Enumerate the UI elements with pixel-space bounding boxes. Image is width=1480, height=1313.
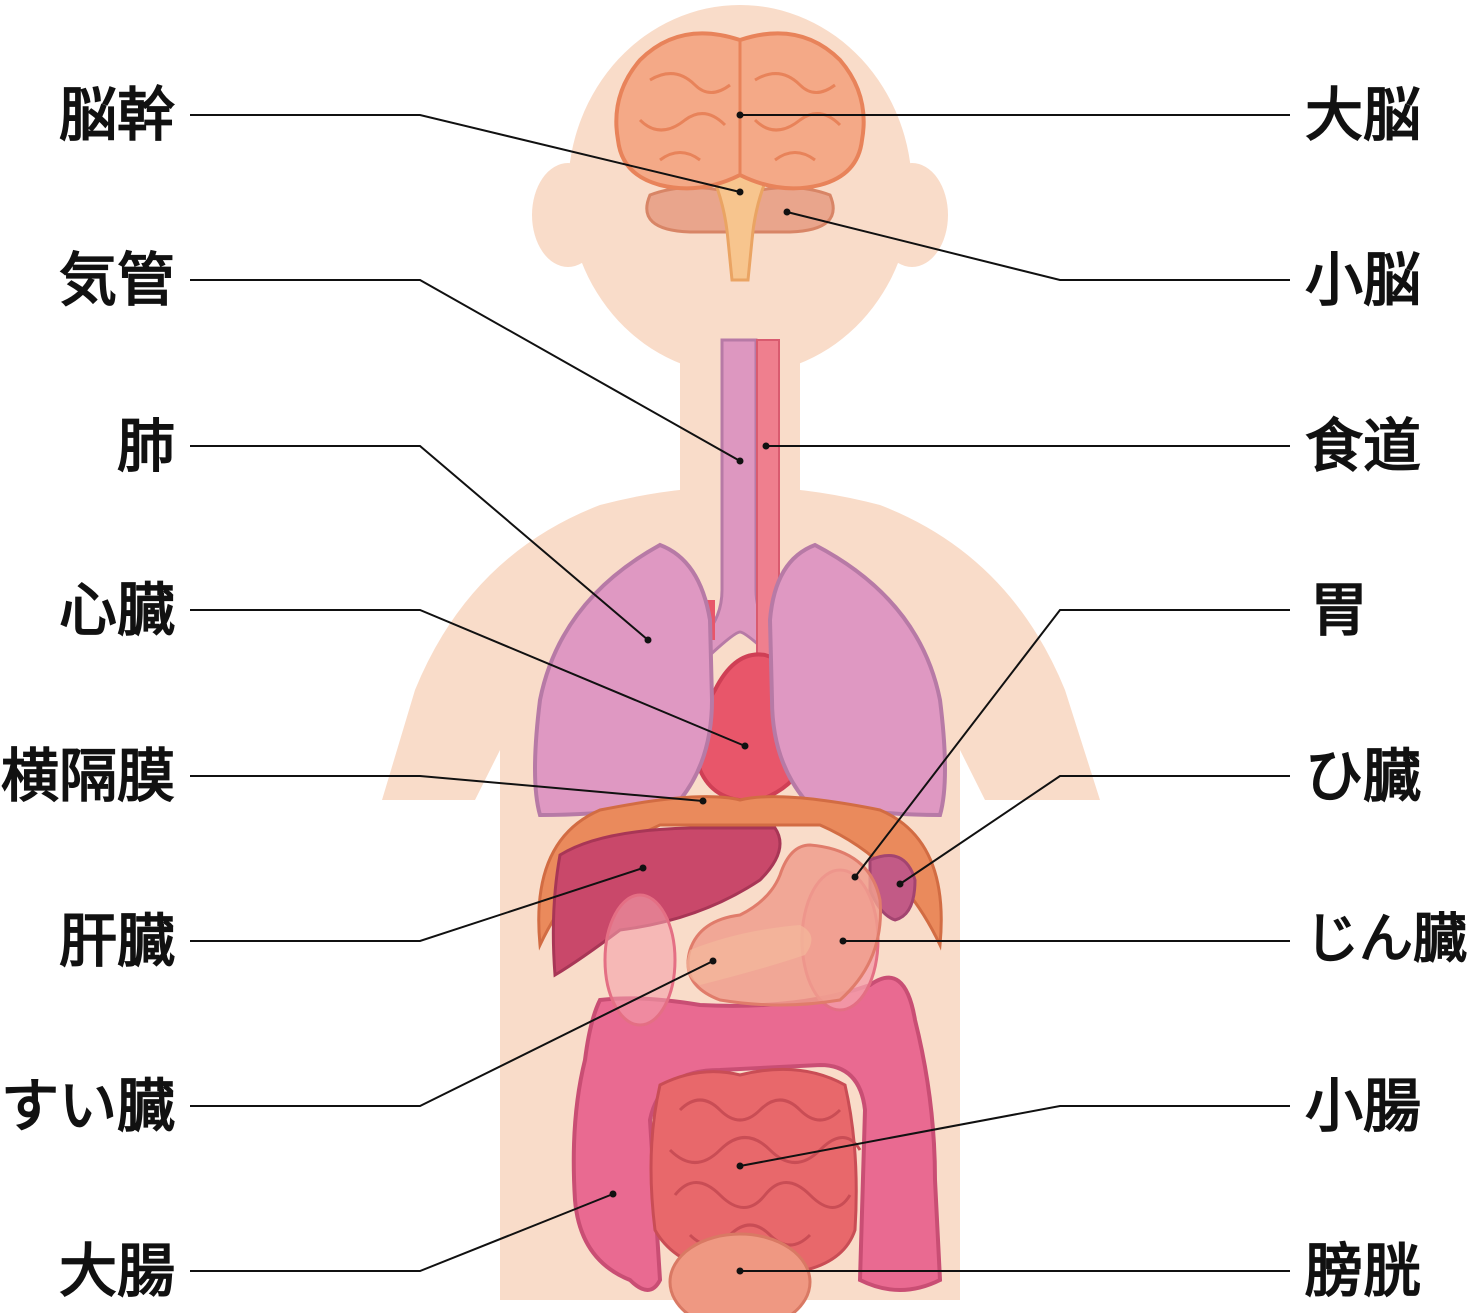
small-intestine-organ xyxy=(649,1067,858,1277)
ear-left xyxy=(532,163,604,267)
leader-liver xyxy=(190,867,644,942)
liver-organ xyxy=(551,826,782,978)
label-heart: 心臓 xyxy=(58,576,175,644)
label-bladder: 膀胱 xyxy=(1305,1237,1422,1305)
lung-right xyxy=(767,542,947,818)
leader-pancreas xyxy=(190,960,714,1107)
label-pancreas: すい臓 xyxy=(0,1072,175,1140)
leader-large-intestine xyxy=(190,1193,614,1272)
leader-heart xyxy=(190,609,746,747)
label-cerebellum: 小脳 xyxy=(1305,246,1422,314)
leader-trachea xyxy=(190,279,741,462)
kidney-left xyxy=(603,893,677,1027)
leader-diaphragm xyxy=(190,775,704,802)
label-small-intestine: 小腸 xyxy=(1305,1072,1422,1140)
label-cerebrum: 大脳 xyxy=(1305,81,1422,149)
leader-lines xyxy=(190,114,1290,1272)
label-spleen: ひ臓 xyxy=(1305,742,1422,810)
leader-stomach xyxy=(854,609,1290,878)
pancreas-organ xyxy=(686,925,812,985)
label-kidney: じん臓 xyxy=(1305,907,1467,970)
leader-spleen xyxy=(899,775,1290,885)
leader-cerebellum xyxy=(786,211,1290,281)
leader-dots xyxy=(609,111,904,1275)
label-large-intestine: 大腸 xyxy=(58,1237,175,1305)
brain-folds xyxy=(638,40,842,175)
brainstem-organ xyxy=(709,173,771,282)
leader-brainstem xyxy=(190,114,741,193)
label-diaphragm: 横隔膜 xyxy=(0,742,175,810)
label-trachea: 気管 xyxy=(58,246,175,314)
label-lung: 肺 xyxy=(116,412,175,480)
ear-right xyxy=(876,163,948,267)
label-liver: 肝臓 xyxy=(58,907,175,975)
label-esophagus: 食道 xyxy=(1305,412,1422,480)
leader-small-intestine xyxy=(739,1105,1290,1167)
label-brainstem: 脳幹 xyxy=(58,81,175,149)
leader-lung xyxy=(190,445,649,641)
label-stomach: 胃 xyxy=(1310,576,1369,644)
